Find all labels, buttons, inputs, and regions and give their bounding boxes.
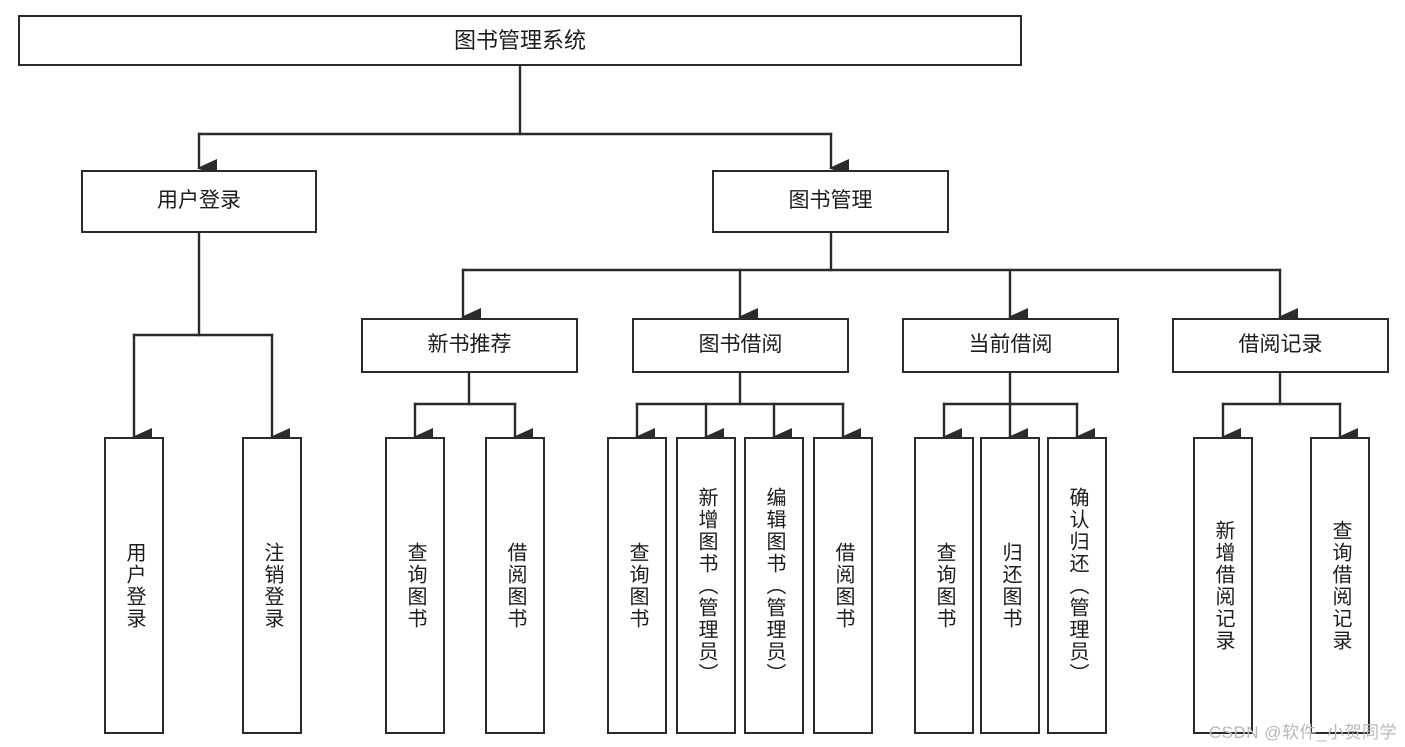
node-leaf-query-book-1-label: 查询图书 xyxy=(404,541,426,630)
node-book-borrow-label: 图书借阅 xyxy=(698,333,783,357)
node-leaf-return-book[interactable]: 归还图书 xyxy=(980,437,1040,734)
node-leaf-query-book-3-label: 查询图书 xyxy=(933,541,955,630)
csdn-watermark: CSDN @软件_小贺同学 xyxy=(1208,723,1397,742)
node-new-book-rec-label: 新书推荐 xyxy=(427,333,512,357)
node-user-login[interactable]: 用户登录 xyxy=(81,170,317,233)
node-leaf-user-login-label: 用户登录 xyxy=(123,541,145,630)
node-leaf-add-book[interactable]: 新增图书（管理员） xyxy=(676,437,736,734)
node-root[interactable]: 图书管理系统 xyxy=(18,15,1022,66)
node-leaf-confirm-return[interactable]: 确认归还（管理员） xyxy=(1047,437,1107,734)
node-leaf-query-book-3[interactable]: 查询图书 xyxy=(914,437,974,734)
node-borrow-record-label: 借阅记录 xyxy=(1238,333,1323,357)
node-new-book-rec[interactable]: 新书推荐 xyxy=(361,318,578,373)
node-book-borrow[interactable]: 图书借阅 xyxy=(632,318,849,373)
node-leaf-add-record-label: 新增借阅记录 xyxy=(1212,519,1234,652)
node-current-borrow[interactable]: 当前借阅 xyxy=(902,318,1119,373)
node-user-login-label: 用户登录 xyxy=(157,189,241,213)
node-leaf-edit-book-label: 编辑图书（管理员） xyxy=(763,486,785,685)
node-root-label: 图书管理系统 xyxy=(453,27,586,53)
node-leaf-user-login[interactable]: 用户登录 xyxy=(104,437,164,734)
node-leaf-borrow-book-2-label: 借阅图书 xyxy=(832,541,854,630)
node-borrow-record[interactable]: 借阅记录 xyxy=(1172,318,1389,373)
node-leaf-query-record-label: 查询借阅记录 xyxy=(1329,519,1351,652)
node-leaf-query-book-2[interactable]: 查询图书 xyxy=(607,437,667,734)
node-leaf-logout[interactable]: 注销登录 xyxy=(242,437,302,734)
node-leaf-borrow-book-1-label: 借阅图书 xyxy=(504,541,526,630)
node-leaf-borrow-book-2[interactable]: 借阅图书 xyxy=(813,437,873,734)
node-leaf-borrow-book-1[interactable]: 借阅图书 xyxy=(485,437,545,734)
node-leaf-confirm-return-label: 确认归还（管理员） xyxy=(1066,486,1088,685)
node-leaf-query-book-1[interactable]: 查询图书 xyxy=(385,437,445,734)
node-book-manage-label: 图书管理 xyxy=(788,189,873,213)
node-leaf-edit-book[interactable]: 编辑图书（管理员） xyxy=(744,437,804,734)
node-current-borrow-label: 当前借阅 xyxy=(968,333,1053,357)
node-leaf-query-book-2-label: 查询图书 xyxy=(626,541,648,630)
node-leaf-return-book-label: 归还图书 xyxy=(999,541,1021,630)
node-leaf-add-record[interactable]: 新增借阅记录 xyxy=(1193,437,1253,734)
node-leaf-logout-label: 注销登录 xyxy=(261,541,283,630)
node-book-manage[interactable]: 图书管理 xyxy=(712,170,949,233)
node-leaf-query-record[interactable]: 查询借阅记录 xyxy=(1310,437,1370,734)
node-leaf-add-book-label: 新增图书（管理员） xyxy=(695,486,717,685)
